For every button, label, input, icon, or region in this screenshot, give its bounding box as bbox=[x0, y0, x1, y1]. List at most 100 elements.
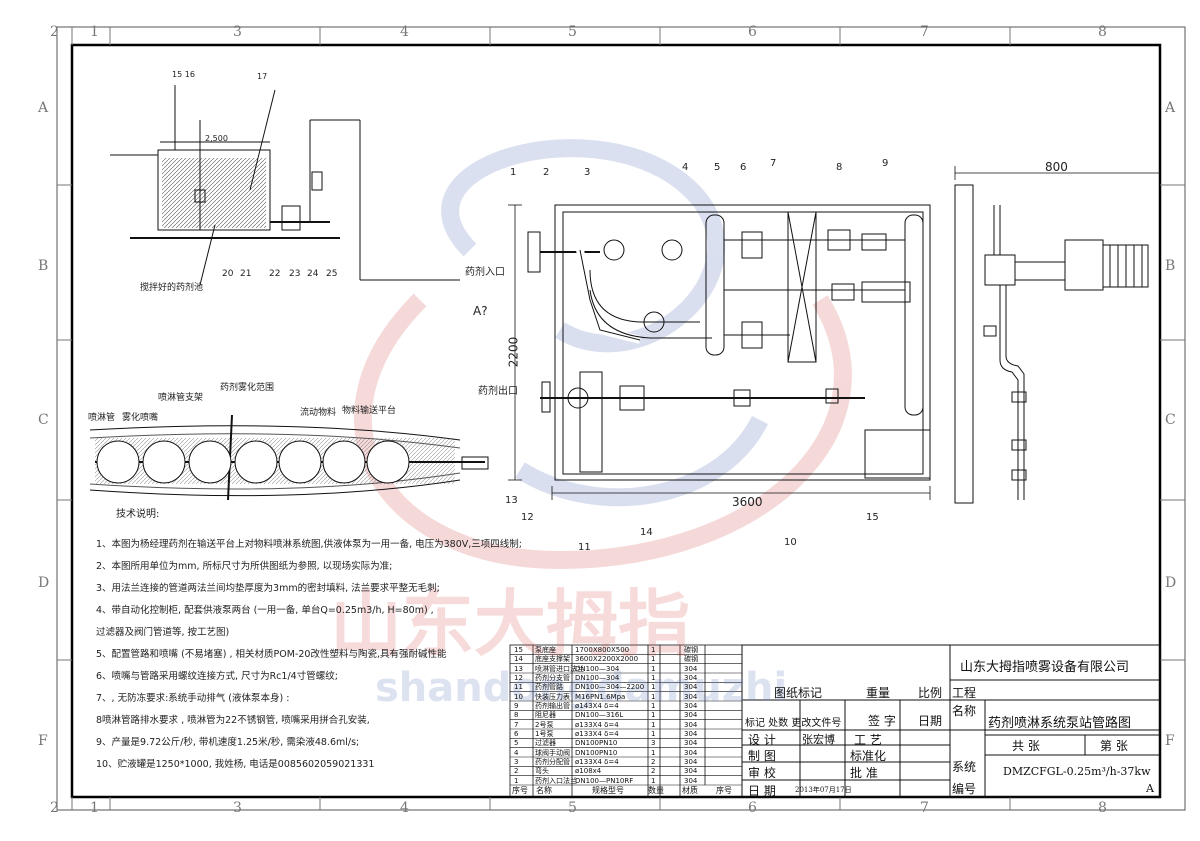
bom-cell-spec: DN100—PN10RF bbox=[575, 776, 634, 785]
zone-label-left-1: B bbox=[38, 258, 49, 274]
note-1: 1、本图为杨经理药剂在输送平台上对物料喷淋系统图,供液体泵为一用一备, 电压为3… bbox=[96, 539, 522, 550]
conveyor-rolls bbox=[96, 440, 410, 484]
tb-project: 工程 bbox=[952, 686, 977, 700]
bom-cell-name: 过滤器 bbox=[535, 739, 556, 748]
zone-label-left-0: A bbox=[38, 100, 49, 116]
zone-label-right-1: B bbox=[1165, 258, 1176, 274]
bom-cell-qty: 1 bbox=[651, 692, 656, 701]
tb-weight: 重量 bbox=[866, 686, 891, 700]
balloon-17: 17 bbox=[257, 72, 268, 81]
zone-label-bottom-7: 8 bbox=[1098, 800, 1107, 816]
zone-label-left-3: D bbox=[38, 575, 50, 591]
bom-cell-no: 15 bbox=[514, 646, 523, 654]
notes-title: 技术说明: bbox=[116, 509, 160, 520]
bom-header-no: 序号 bbox=[512, 786, 528, 795]
zone-label-right-2: C bbox=[1165, 412, 1176, 428]
balloon-15-16: 15 16 bbox=[172, 70, 195, 79]
tb-sign: 签 字 bbox=[868, 714, 896, 728]
zone-label-top-3: 4 bbox=[400, 24, 409, 40]
drawing-title: 药剂喷淋系统泵站管路图 bbox=[988, 716, 1132, 731]
bom-cell-no: 6 bbox=[514, 730, 519, 738]
conveyor-roll bbox=[366, 440, 410, 484]
zone-label-left-2: C bbox=[38, 412, 49, 428]
bom-cell-no: 1 bbox=[514, 776, 519, 785]
pump-balloon-2: 2 bbox=[543, 167, 550, 178]
conveyor-roll bbox=[234, 440, 278, 484]
side-dimension: 800 bbox=[1045, 160, 1068, 174]
conveyor-roll bbox=[142, 440, 186, 484]
bom-cell-qty: 1 bbox=[651, 730, 656, 738]
balloon-22: 22 bbox=[269, 269, 281, 279]
balloon-25: 25 bbox=[326, 269, 338, 279]
bom-cell-spec: ø133X4 δ=4 bbox=[575, 758, 619, 766]
bom-cell-mat: 304 bbox=[684, 664, 698, 673]
tb-code-value: DMZCFGL-0.25m³/h-37kw bbox=[1003, 765, 1151, 778]
bom-cell-spec: DN100—316L bbox=[575, 711, 624, 720]
outer-frame bbox=[56, 26, 1186, 811]
tb-process: 工 艺 bbox=[854, 733, 882, 747]
pump-skid bbox=[527, 204, 931, 481]
pump-balloon-9: 9 bbox=[882, 158, 889, 169]
bom-cell-qty: 2 bbox=[651, 758, 656, 766]
bom-cell-name: 泵底座 bbox=[535, 646, 556, 654]
bom-cell-no: 5 bbox=[514, 739, 519, 748]
bom-cell-spec: ø133X4 δ=4 bbox=[575, 730, 619, 738]
support-label: 喷淋管支架 bbox=[158, 393, 204, 403]
zone-label-top-4: 5 bbox=[568, 24, 577, 40]
bom-cell-spec: M16PN1.6Mpa bbox=[575, 692, 626, 701]
bom-cell-spec: DN100PN10 bbox=[575, 748, 618, 757]
bom-cell-no: 3 bbox=[514, 758, 519, 766]
bom-cell-spec: DN100PN10 bbox=[575, 739, 618, 748]
conveyor-roll bbox=[188, 440, 232, 484]
note-7: 7、, 无防冻要求:系统手动排气 (液体泵本身) : bbox=[96, 693, 290, 704]
bom-cell-no: 9 bbox=[514, 702, 519, 710]
balloon-21: 21 bbox=[240, 269, 252, 279]
view-marker: A? bbox=[473, 304, 488, 318]
tank-dimension: 2,500 bbox=[205, 134, 228, 143]
inlet-label: 药剂入口 bbox=[465, 267, 505, 278]
bom-cell-mat: 304 bbox=[684, 702, 698, 710]
bom-cell-mat: 304 bbox=[684, 683, 698, 692]
bom-cell-mat: 304 bbox=[684, 730, 698, 738]
bom-cell-name: 快装压力表 bbox=[535, 692, 570, 701]
tb-total: 共 张 bbox=[1012, 739, 1040, 753]
zone-label-right-5: F bbox=[1165, 733, 1175, 749]
bom-cell-mat: 304 bbox=[684, 767, 698, 776]
bom-cell-name: 药剂分支管 bbox=[535, 674, 570, 682]
width-dimension: 3600 bbox=[732, 495, 763, 509]
bom-cell-qty: 2 bbox=[651, 767, 656, 776]
tb-rev-letter: A bbox=[1146, 782, 1154, 795]
bom-cell-no: 2 bbox=[514, 767, 519, 776]
bom-cell-name: 弯头 bbox=[535, 767, 549, 776]
bom-cell-qty: 1 bbox=[651, 720, 656, 729]
bom-cell-spec: ø108x4 bbox=[575, 767, 602, 776]
conveyor-roll bbox=[322, 440, 366, 484]
pump-balloon-5: 5 bbox=[714, 162, 721, 173]
note-2: 2、本图所用单位为mm, 所标尺寸为所供图纸为参照, 以现场实际为准; bbox=[96, 561, 393, 572]
bom-cell-name: 药剂输出管 bbox=[535, 702, 570, 710]
conveyor-roll bbox=[278, 440, 322, 484]
tb-date-value: 2013年07月17日 bbox=[795, 786, 852, 794]
bom-cell-spec: 1700X800X500 bbox=[575, 646, 630, 654]
outlet-label: 药剂出口 bbox=[478, 386, 518, 397]
platform-label: 物料输送平台 bbox=[342, 406, 397, 416]
zone-label-bottom-5: 6 bbox=[748, 800, 757, 816]
bom-cell-name: 球阀手动阀 bbox=[535, 748, 570, 757]
bom-table-grid bbox=[509, 644, 743, 798]
zone-label-top-5: 6 bbox=[748, 24, 757, 40]
pump-balloon-15: 15 bbox=[866, 512, 879, 523]
tb-project-name: 名称 bbox=[952, 704, 977, 718]
tank-label: 搅拌好的药剂池 bbox=[140, 283, 204, 293]
bom-cell-no: 10 bbox=[514, 692, 523, 701]
bom-cell-name: 喷淋管进口法兰 bbox=[535, 664, 584, 673]
bom-cell-no: 8 bbox=[514, 711, 519, 720]
bom-cell-spec: 3600X2200X2000 bbox=[575, 655, 639, 664]
tb-date-label: 日 期 bbox=[748, 784, 776, 798]
zone-label-bottom-0: 2 bbox=[50, 800, 59, 816]
spray-pipe-label: 喷淋管 bbox=[88, 413, 116, 423]
tb-standard: 标准化 bbox=[850, 749, 887, 763]
bom-cell-qty: 3 bbox=[651, 739, 656, 748]
pump-balloon-12: 12 bbox=[521, 512, 534, 523]
company-name: 山东大拇指喷雾设备有限公司 bbox=[960, 660, 1130, 675]
bom-cell-mat: 304 bbox=[684, 711, 698, 720]
